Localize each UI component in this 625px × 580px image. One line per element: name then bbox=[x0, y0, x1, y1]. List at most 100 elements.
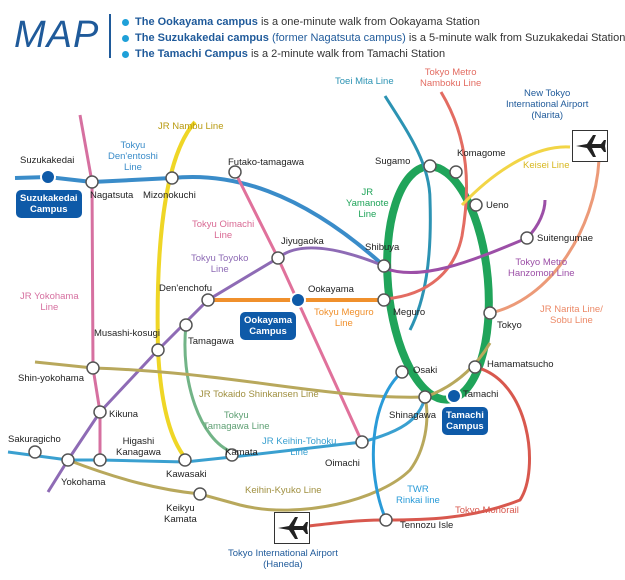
airport-label-haneda: Tokyo International Airport (Haneda) bbox=[228, 548, 338, 570]
station-label-shin-yokohama: Shin-yokohama bbox=[18, 373, 85, 384]
station-label-suitengumae: Suitengumae bbox=[537, 233, 593, 244]
station-marker-shin-yokohama bbox=[86, 361, 100, 375]
namboku-line bbox=[384, 91, 469, 301]
station-marker-tokyo bbox=[483, 306, 497, 320]
rinkai-line bbox=[371, 370, 403, 521]
station-label-tamagawa: Tamagawa bbox=[188, 336, 234, 347]
station-marker-ookayama bbox=[290, 292, 306, 308]
line-label-tamagawa: Tokyu Tamagawa Line bbox=[203, 410, 270, 432]
station-marker-suzukakedai bbox=[40, 169, 56, 185]
station-label-suzukakedai: Suzukakedai bbox=[20, 155, 75, 166]
station-label-shibuya: Shibuya bbox=[365, 242, 400, 253]
legend-item-suzukakedai: The Suzukakedai campus (former Nagatsuta… bbox=[122, 30, 625, 46]
station-label-hamamatsucho: Hamamatsucho bbox=[487, 359, 554, 370]
line-label-namboku: Tokyo Metro Namboku Line bbox=[420, 67, 482, 89]
nambu-line bbox=[155, 120, 197, 460]
line-label-yokohama: JR Yokohama Line bbox=[20, 291, 79, 313]
station-marker-oimachi bbox=[355, 435, 369, 449]
line-label-shinkansen: JR Tokaido Shinkansen Line bbox=[199, 389, 319, 400]
station-label-denenchofu: Den'enchofu bbox=[159, 283, 213, 294]
line-label-keihin-tohoku: JR Keihin-Tohoku Line bbox=[262, 436, 337, 458]
bullet-icon bbox=[122, 18, 129, 26]
station-label-oimachi: Oimachi bbox=[325, 458, 360, 469]
station-marker-keikyu-kamata bbox=[193, 487, 207, 501]
station-label-yokohama: Yokohama bbox=[61, 477, 106, 488]
station-label-tennozu: Tennozu Isle bbox=[400, 520, 454, 531]
hanzomon-line bbox=[383, 199, 547, 275]
station-marker-tamachi bbox=[446, 388, 462, 404]
line-label-keisei: Keisei Line bbox=[523, 160, 570, 171]
campus-box-tamachi[interactable]: Tamachi Campus bbox=[442, 407, 488, 435]
station-label-nagatsuta: Nagatsuta bbox=[90, 190, 134, 201]
airplane-glyph bbox=[278, 517, 308, 539]
station-label-ookayama: Ookayama bbox=[308, 284, 354, 295]
station-label-sakuragicho: Sakuragicho bbox=[8, 434, 61, 445]
monorail-line bbox=[299, 365, 531, 529]
line-label-yamanote: JR Yamanote Line bbox=[346, 187, 389, 220]
airplane-icon bbox=[274, 512, 310, 544]
narita-sobu-line bbox=[489, 159, 601, 315]
station-label-musashi-kosugi: Musashi-kosugi bbox=[94, 328, 160, 339]
station-marker-musashi-kosugi bbox=[151, 343, 165, 357]
station-marker-shibuya bbox=[377, 259, 391, 273]
station-marker-sakuragicho bbox=[28, 445, 42, 459]
station-marker-komagome bbox=[449, 165, 463, 179]
station-label-sugamo: Sugamo bbox=[375, 156, 411, 167]
station-marker-nagatsuta bbox=[85, 175, 99, 189]
airport-label-narita: New Tokyo International Airport (Narita) bbox=[506, 88, 589, 121]
station-marker-meguro bbox=[377, 293, 391, 307]
station-marker-tennozu bbox=[379, 513, 393, 527]
station-label-kawasaki: Kawasaki bbox=[166, 469, 207, 480]
station-marker-kawasaki bbox=[178, 453, 192, 467]
airplane-glyph bbox=[576, 135, 606, 157]
station-label-komagome: Komagome bbox=[457, 148, 506, 159]
station-marker-osaki bbox=[395, 365, 409, 379]
station-marker-higashi-kanagawa bbox=[93, 453, 107, 467]
station-label-osaki: Osaki bbox=[413, 365, 438, 376]
station-label-meguro: Meguro bbox=[393, 307, 426, 318]
campus-station-markers bbox=[40, 169, 462, 404]
station-label-shinagawa: Shinagawa bbox=[389, 410, 437, 421]
station-label-tamachi: Tamachi bbox=[463, 389, 499, 400]
station-marker-tamagawa bbox=[179, 318, 193, 332]
line-label-meguro: Tokyu Meguro Line bbox=[314, 307, 374, 329]
station-label-kikuna: Kikuna bbox=[109, 409, 139, 420]
station-marker-hamamatsucho bbox=[468, 360, 482, 374]
station-label-mizonokuchi: Mizonokuchi bbox=[143, 190, 196, 201]
station-marker-suitengumae bbox=[520, 231, 534, 245]
airplane-icon bbox=[572, 130, 608, 162]
line-label-denentoshi: Tokyu Den'entoshi Line bbox=[108, 140, 158, 173]
line-label-keikyu: Keihin-Kyuko Line bbox=[245, 485, 322, 496]
line-label-toyoko: Tokyu Toyoko Line bbox=[191, 253, 249, 275]
station-marker-mizonokuchi bbox=[165, 171, 179, 185]
station-markers bbox=[28, 159, 534, 527]
campus-box-ookayama[interactable]: Ookayama Campus bbox=[240, 312, 297, 340]
station-label-higashi-kanagawa: Higashi Kanagawa bbox=[116, 436, 161, 458]
station-label-kamata: Kamata bbox=[225, 447, 258, 458]
station-marker-yokohama bbox=[61, 453, 75, 467]
campus-box-suzukakedai[interactable]: Suzukakedai Campus bbox=[16, 190, 82, 218]
keihin-tohoku-line bbox=[7, 396, 427, 464]
line-label-rinkai: TWR Rinkai line bbox=[396, 484, 440, 506]
shinkansen-line bbox=[34, 342, 492, 399]
legend-item-ookayama: The Ookayama campus is a one-minute walk… bbox=[122, 14, 625, 30]
station-marker-shinagawa bbox=[418, 390, 432, 404]
station-marker-kamata bbox=[225, 448, 239, 462]
station-label-tokyo: Tokyo bbox=[497, 320, 522, 331]
keisei-line bbox=[460, 145, 571, 207]
line-label-monorail: Tokyo Monorail bbox=[455, 505, 519, 516]
title-divider bbox=[109, 14, 111, 58]
station-label-jiyugaoka: Jiyugaoka bbox=[281, 236, 324, 247]
line-label-hanzomon: Tokyo Metro Hanzomon Line bbox=[508, 257, 575, 279]
station-marker-ueno bbox=[469, 198, 483, 212]
keikyu-line bbox=[67, 396, 429, 512]
station-marker-kikuna bbox=[93, 405, 107, 419]
station-label-keikyu-kamata: Keikyu Kamata bbox=[164, 503, 197, 525]
line-label-nambu: JR Nambu Line bbox=[158, 121, 224, 132]
toei-mita-line bbox=[383, 95, 432, 331]
bullet-icon bbox=[122, 34, 129, 42]
legend-item-tamachi: The Tamachi Campus is a 2-minute walk fr… bbox=[122, 46, 625, 62]
line-label-narita-sobu: JR Narita Line/ Sobu Line bbox=[540, 304, 603, 326]
